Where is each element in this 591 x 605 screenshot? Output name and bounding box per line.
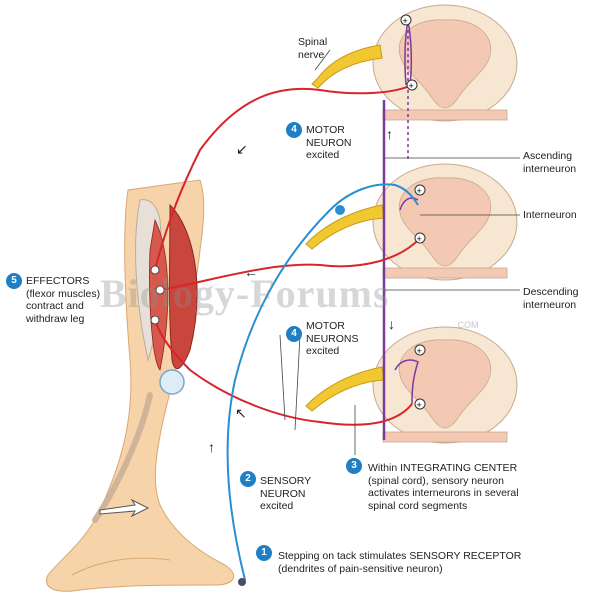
arrow-motor-bottom: ↖ <box>235 405 247 421</box>
stepping-label: Stepping on tack stimulates SENSORY RECE… <box>278 550 521 575</box>
arrow-sensory: ↑ <box>208 439 215 455</box>
sensory-neuron-label: SENSORY NEURON excited <box>260 475 311 513</box>
sensory-line1: SENSORY <box>260 475 312 487</box>
watermark-sub: .COM <box>455 320 479 330</box>
badge-5: 5 <box>6 273 22 289</box>
integrating-line1: Within INTEGRATING CENTER <box>368 462 518 474</box>
sensory-axon <box>226 183 419 581</box>
svg-text:+: + <box>409 81 414 91</box>
motor-neurons-mid-line2: NEURONS <box>306 332 359 345</box>
integrating-line4: spinal cord segments <box>368 499 468 512</box>
effectors-line3: contract and <box>26 300 84 312</box>
motor-axon-bottom <box>154 319 413 426</box>
hamstring-muscle <box>169 203 198 370</box>
spinal-segment-bottom <box>372 326 518 444</box>
motor-neurons <box>154 84 421 426</box>
integrating-line2: (spinal cord), sensory neuron <box>368 474 504 487</box>
motor-neuron-top-line1: MOTOR <box>306 124 345 136</box>
foot-line <box>71 557 171 576</box>
stepping-line1: Stepping on tack stimulates SENSORY RECE… <box>278 550 522 562</box>
descending-line1: Descending <box>523 286 579 298</box>
leader-lines <box>279 49 520 455</box>
arrow-motor-middle: ← <box>244 264 258 280</box>
ascending-line1: Ascending <box>523 150 573 162</box>
motor-neuron-top-line2: NEURON <box>306 136 352 149</box>
stepping-line2: (dendrites of pain-sensitive neuron) <box>278 562 443 575</box>
effectors-line1: EFFECTORS <box>26 275 90 287</box>
descending-line2: interneuron <box>523 298 577 311</box>
watermark: Biology-Forums <box>100 271 390 316</box>
svg-text:+: + <box>403 16 408 26</box>
synapse-markers: + + + + + + <box>150 14 426 586</box>
svg-text:+: + <box>417 400 422 410</box>
tack <box>238 578 246 586</box>
badge-4-top: 4 <box>286 122 302 138</box>
sensory-cell-body <box>335 205 345 215</box>
motor-neurons-mid-label: MOTOR NEURONS excited <box>306 320 359 358</box>
effectors-line4: withdraw leg <box>26 312 85 325</box>
spinal-nerve-bottom <box>305 366 385 412</box>
sensory-line2: NEURON <box>260 487 306 500</box>
flexor-muscle <box>149 218 169 371</box>
descending-interneuron-label: Descending interneuron <box>523 286 578 311</box>
motor-axon-top <box>154 84 413 271</box>
withdraw-arrow <box>99 498 150 518</box>
arrow-motor-top: ↙ <box>236 141 248 157</box>
badge-2: 2 <box>240 471 256 487</box>
integrating-center-label: Within INTEGRATING CENTER (spinal cord),… <box>368 462 519 512</box>
spinal-nerve-top <box>311 44 383 89</box>
sensory-neuron <box>226 183 419 581</box>
motor-axon-middle <box>159 237 421 291</box>
motor-neurons-mid-line1: MOTOR <box>306 320 345 332</box>
spinal-nerve-middle <box>305 204 385 250</box>
svg-text:+: + <box>417 186 422 196</box>
knee-joint <box>159 369 185 395</box>
arrow-descending: ↓ <box>388 316 395 332</box>
svg-text:+: + <box>417 234 422 244</box>
motor-neuron-top-line3: excited <box>306 149 340 161</box>
ascending-interneuron-label: Ascending interneuron <box>523 150 576 175</box>
interneuron-label: Interneuron <box>523 209 577 221</box>
tibia <box>92 392 153 523</box>
integrating-line3: activates interneurons in several <box>368 487 519 499</box>
badge-3: 3 <box>346 458 362 474</box>
arrow-ascending: ↑ <box>386 126 393 142</box>
spinal-nerve-line1: Spinal <box>298 36 328 48</box>
svg-text:+: + <box>417 346 422 356</box>
motor-neurons-mid-line3: excited <box>306 345 340 357</box>
ascending-line2: interneuron <box>523 162 577 175</box>
effectors-label: EFFECTORS (flexor muscles) contract and … <box>26 275 100 325</box>
badge-1: 1 <box>256 545 272 561</box>
spinal-segment-top <box>372 4 518 122</box>
effectors-line2: (flexor muscles) <box>26 287 101 300</box>
motor-neuron-top-label: MOTOR NEURON excited <box>306 124 352 162</box>
spinal-nerve-line2: nerve <box>298 48 325 61</box>
sensory-line3: excited <box>260 500 294 512</box>
spinal-cord-segments <box>372 4 518 444</box>
leg <box>46 179 235 592</box>
spinal-nerves <box>305 44 385 412</box>
spinal-segment-middle <box>372 163 518 281</box>
spinal-nerve-label: Spinal nerve <box>298 36 327 61</box>
badge-4-mid: 4 <box>286 326 302 342</box>
